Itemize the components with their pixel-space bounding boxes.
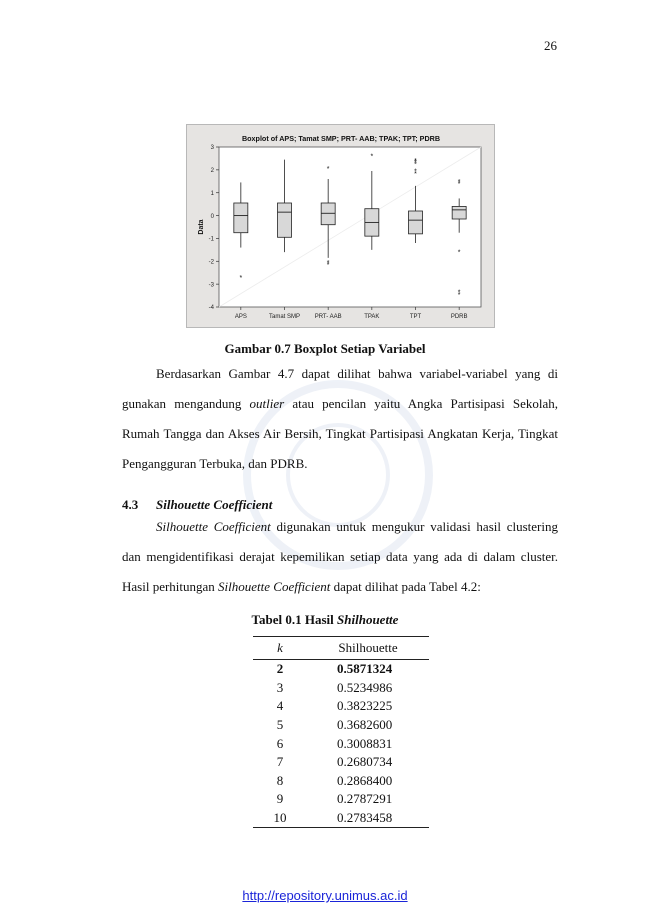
table-row: 7 0.2680734	[253, 753, 429, 772]
section-title: Silhouette Coefficient	[156, 497, 273, 512]
outlier-point: *	[458, 250, 461, 257]
column-header-k: k	[253, 636, 307, 660]
table-row: 6 0.3008831	[253, 734, 429, 753]
column-header-silhouette: Shilhouette	[307, 636, 429, 660]
paragraph-line: gunakan mengandung outlier atau pencilan…	[122, 389, 558, 419]
text-run-italic: Silhouette Coefficient	[156, 519, 271, 534]
paragraph-line: Rumah Tangga dan Akses Air Bersih, Tingk…	[122, 426, 558, 441]
cell-k: 3	[276, 679, 284, 695]
outlier-point: *	[327, 262, 330, 269]
chart-title: Boxplot of APS; Tamat SMP; PRT- AAB; TPA…	[242, 134, 440, 143]
outlier-point: *	[458, 181, 461, 188]
outlier-point: *	[414, 169, 417, 176]
cell-k: 10	[253, 808, 307, 829]
text-run: digunakan untuk mengukur validasi hasil …	[270, 519, 558, 534]
outlier-point: *	[370, 154, 373, 161]
cell-k: 4	[276, 698, 284, 714]
cell-k: 7	[276, 754, 284, 770]
university-seal-watermark	[243, 380, 433, 570]
cell-k: 9	[276, 791, 284, 807]
outlier-point: *	[327, 260, 330, 267]
cell-silhouette: 0.3682600	[337, 717, 393, 733]
y-tick-label: 1	[211, 191, 215, 197]
y-tick-label: 3	[211, 145, 215, 151]
repository-link[interactable]: http://repository.unimus.ac.id	[242, 888, 408, 903]
outlier-point: *	[458, 292, 461, 299]
cell-silhouette: 0.3823225	[337, 698, 393, 714]
table-caption: Tabel 0.1 Hasil Shilhouette	[0, 612, 650, 628]
y-tick-label: -3	[209, 282, 215, 288]
y-tick-label: 2	[211, 168, 215, 174]
table-row: 2 0.5871324	[253, 660, 429, 679]
box-iqr	[277, 202, 292, 238]
cell-silhouette: 0.3008831	[337, 735, 393, 751]
table-row: 8 0.2868400	[253, 772, 429, 791]
box-iqr	[408, 210, 423, 235]
cell-silhouette: 0.5234986	[337, 679, 393, 695]
y-axis-label: Data	[198, 219, 205, 234]
x-tick-label: TPAK	[364, 314, 379, 320]
text-run: Tabel 0.1 Hasil	[251, 612, 338, 627]
boxplot-figure: Boxplot of APS; Tamat SMP; PRT- AAB; TPA…	[186, 124, 495, 328]
outlier-point: *	[414, 159, 417, 166]
table-row: 9 0.2787291	[253, 790, 429, 809]
y-tick-label: -1	[209, 237, 215, 243]
text-run: Hasil perhitungan	[122, 579, 219, 594]
text-run-italic: Shilhouette	[337, 612, 399, 627]
text-run-italic: Silhouette Coefficient	[218, 579, 331, 594]
box-iqr	[451, 206, 467, 220]
outlier-point: *	[458, 179, 461, 186]
page-number: 26	[544, 38, 557, 53]
text-run: atau pencilan yaitu Angka Partisipasi Se…	[284, 396, 558, 411]
x-tick-label: TPT	[410, 314, 422, 320]
paragraph-line: Silhouette Coefficient digunakan untuk m…	[122, 512, 558, 542]
cell-silhouette: 0.2783458	[307, 808, 429, 829]
paragraph-line: Berdasarkan Gambar 4.7 dapat dilihat bah…	[156, 366, 558, 381]
boxplot-chart: Boxplot of APS; Tamat SMP; PRT- AAB; TPA…	[198, 134, 482, 320]
outlier-point: *	[327, 166, 330, 173]
diagonal-reference-line	[218, 146, 482, 308]
cell-silhouette: 0.2680734	[337, 754, 393, 770]
x-tick-label: PRT- AAB	[315, 314, 342, 320]
section-number: 4.3	[122, 497, 139, 512]
x-tick-label: APS	[235, 314, 247, 320]
cell-silhouette: 0.5871324	[337, 661, 393, 677]
outlier-point: *	[414, 158, 417, 165]
silhouette-table: k Shilhouette 2 0.5871324 3 0.5234986 4 0.382…	[253, 636, 429, 829]
cell-silhouette: 0.2868400	[337, 772, 393, 788]
x-tick-label: PDRB	[451, 314, 468, 320]
box-iqr	[233, 202, 249, 234]
paragraph-line: Hasil perhitungan Silhouette Coefficient…	[122, 572, 558, 602]
box-iqr	[320, 202, 336, 226]
cell-k: 8	[276, 772, 284, 788]
table-body: 2 0.5871324 3 0.5234986 4 0.3823225 5 0.3682600…	[253, 660, 429, 829]
outlier-point: *	[414, 171, 417, 178]
section-heading: 4.3 Silhouette Coefficient	[122, 497, 272, 513]
cell-silhouette: 0.2787291	[337, 791, 393, 807]
paragraph-silhouette: Silhouette Coefficient digunakan untuk m…	[122, 512, 558, 602]
paragraph-line: dan mengidentifikasi derajat kepemilikan…	[122, 549, 558, 564]
cell-k: 6	[276, 735, 284, 751]
figure-caption: Gambar 0.7 Boxplot Setiap Variabel	[224, 341, 426, 356]
paragraph-line: Pengangguran Terbuka, dan PDRB.	[122, 456, 308, 471]
text-run: gunakan mengandung	[122, 396, 250, 411]
outlier-point: *	[414, 162, 417, 169]
text-run: dapat dilihat pada Tabel 4.2:	[330, 579, 481, 594]
y-tick-label: 0	[211, 214, 215, 220]
text-run-italic: outlier	[249, 396, 285, 411]
y-tick-label: -2	[209, 259, 215, 265]
y-tick-label: -4	[209, 305, 215, 311]
table-row: 5 0.3682600	[253, 716, 429, 735]
outlier-point: *	[239, 275, 242, 282]
x-tick-label: Tamat SMP	[269, 314, 300, 320]
paragraph-outlier: Berdasarkan Gambar 4.7 dapat dilihat bah…	[122, 359, 558, 479]
outlier-point: *	[458, 290, 461, 297]
table-row: 4 0.3823225	[253, 697, 429, 716]
table-row: 3 0.5234986	[253, 679, 429, 698]
cell-k: 5	[276, 717, 284, 733]
cell-k: 2	[276, 661, 284, 677]
table-header-row: k Shilhouette	[253, 636, 429, 660]
